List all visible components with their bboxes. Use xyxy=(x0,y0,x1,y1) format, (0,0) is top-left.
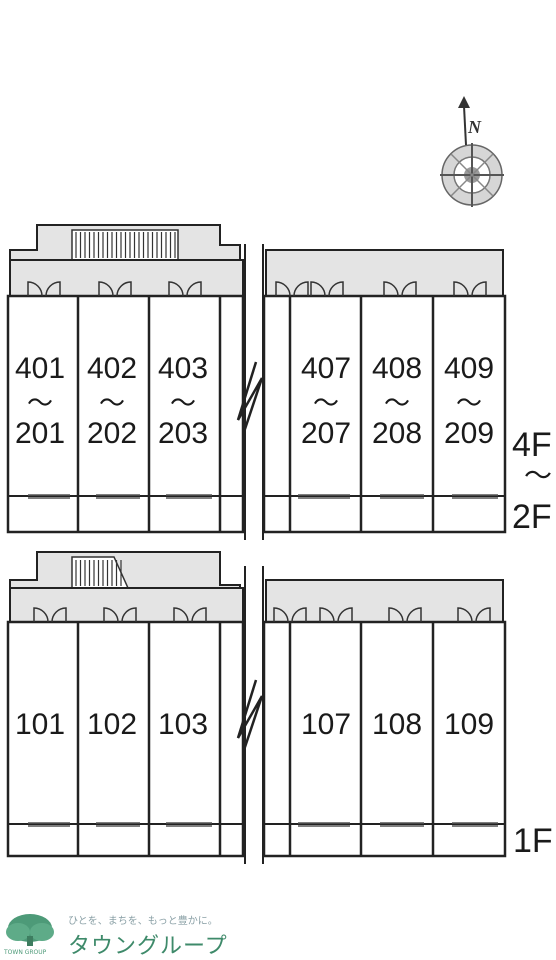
lower-block xyxy=(6,551,507,864)
door-swing-icon xyxy=(291,607,307,623)
door-swing-icon xyxy=(293,281,309,297)
unit-402-label: 402 xyxy=(87,352,137,385)
unit-208-label: 208 xyxy=(372,417,422,450)
floor-1f-label: 1F xyxy=(513,822,553,860)
door-swing-icon xyxy=(116,281,132,297)
unit-207-label: 207 xyxy=(301,417,351,450)
unit-408-label: 408 xyxy=(372,352,422,385)
unit-202-label: 202 xyxy=(87,417,137,450)
floor-range-separator: 〜 xyxy=(524,460,553,491)
unit-101-label: 101 xyxy=(15,708,65,741)
door-swing-icon xyxy=(103,607,119,623)
door-swing-icon xyxy=(98,281,114,297)
unit-401-range-sep: 〜 xyxy=(27,388,53,418)
unit-201-label: 201 xyxy=(15,417,65,450)
door-swing-icon xyxy=(401,281,417,297)
door-swing-icon xyxy=(27,281,43,297)
compass-north-label: N xyxy=(467,117,482,137)
footer-logo-caption: TOWN GROUP xyxy=(4,949,47,956)
unit-409-range-sep: 〜 xyxy=(456,388,482,418)
unit-409-label: 409 xyxy=(444,352,494,385)
door-swing-icon xyxy=(337,607,353,623)
unit-403-label: 403 xyxy=(158,352,208,385)
unit-407-label: 407 xyxy=(301,352,351,385)
footer-brand: タウングループ xyxy=(68,934,228,959)
door-swing-icon xyxy=(457,607,473,623)
door-swing-icon xyxy=(275,281,291,297)
unit-209-label: 209 xyxy=(444,417,494,450)
unit-107-label: 107 xyxy=(301,708,351,741)
door-swing-icon xyxy=(168,281,184,297)
floor-range-top: 4F xyxy=(512,426,552,464)
unit-408-range-sep: 〜 xyxy=(384,388,410,418)
compass-rose: N xyxy=(440,96,504,207)
unit-102-label: 102 xyxy=(87,708,137,741)
town-group-logo-icon xyxy=(2,910,58,958)
door-swing-icon xyxy=(406,607,422,623)
door-swing-icon xyxy=(319,607,335,623)
door-swing-icon xyxy=(186,281,202,297)
upper-block xyxy=(6,224,507,540)
door-swing-icon xyxy=(191,607,207,623)
unit-407-range-sep: 〜 xyxy=(313,388,339,418)
door-swing-icon xyxy=(388,607,404,623)
door-swing-icon xyxy=(173,607,189,623)
door-swing-icon xyxy=(273,607,289,623)
door-swing-icon xyxy=(33,607,49,623)
door-swing-icon xyxy=(475,607,491,623)
upper-left-corridor xyxy=(9,259,244,297)
floor-range-bottom: 2F xyxy=(512,498,552,536)
door-swing-icon xyxy=(45,281,61,297)
unit-402-range-sep: 〜 xyxy=(99,388,125,418)
unit-403-range-sep: 〜 xyxy=(170,388,196,418)
door-swing-icon xyxy=(310,281,326,297)
door-swing-icon xyxy=(328,281,344,297)
door-swing-icon xyxy=(51,607,67,623)
door-swing-icon xyxy=(453,281,469,297)
unit-401-label: 401 xyxy=(15,352,65,385)
lower-right-corridor xyxy=(265,579,504,623)
unit-108-label: 108 xyxy=(372,708,422,741)
unit-103-label: 103 xyxy=(158,708,208,741)
unit-203-label: 203 xyxy=(158,417,208,450)
door-swing-icon xyxy=(383,281,399,297)
unit-109-label: 109 xyxy=(444,708,494,741)
door-swing-icon xyxy=(471,281,487,297)
lower-left-corridor xyxy=(9,587,244,623)
north-arrow-icon xyxy=(458,96,470,108)
footer-tagline: ひとを、まちを、もっと豊かに。 xyxy=(68,916,218,927)
door-swing-icon xyxy=(121,607,137,623)
